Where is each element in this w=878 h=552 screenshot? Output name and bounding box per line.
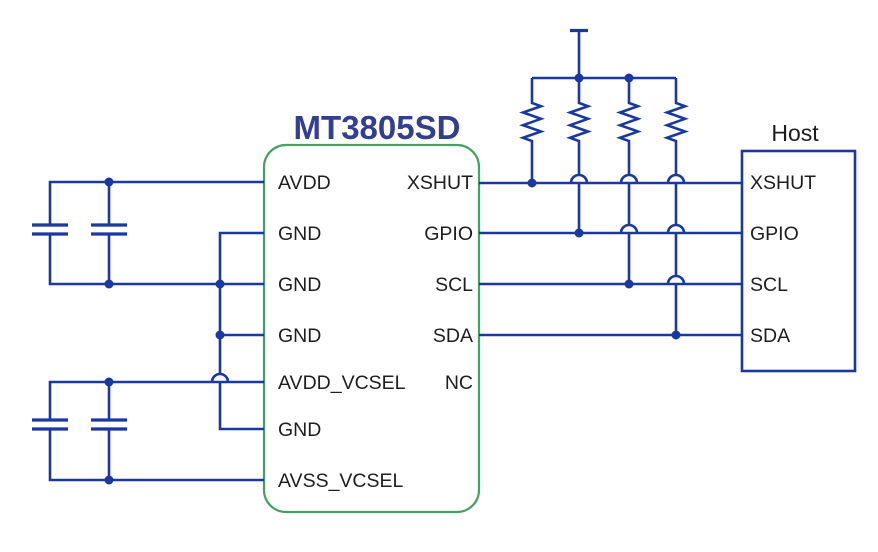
pullup-network [519,28,689,340]
pin-label-gnd-3: GND [278,325,321,347]
pin-label-avss-vcsel: AVSS_VCSEL [278,470,404,492]
pin-label-gnd-4: GND [278,419,321,441]
junction-dot [527,178,537,188]
junction-dot [104,377,114,387]
gnd-rail-wire [48,235,264,286]
host-outline [740,149,857,373]
junction-dot [104,475,114,485]
avdd-decoupling-network [32,177,264,289]
wire-hop [210,372,230,383]
host-title: Host [771,120,819,146]
avdd-vcsel-rail-wire [48,380,264,419]
host-pin-gpio: GPIO [750,223,799,245]
avdd-rail-wire [48,180,264,224]
wire-hop [569,173,589,184]
pullup-resistor-icon [566,78,592,175]
signal-wires [479,181,742,337]
host-pin-sda: SDA [750,325,790,347]
host-pin-scl: SCL [750,274,788,296]
chip-left-pin-labels: AVDD GND GND GND AVDD_VCSEL GND AVSS_VCS… [278,172,406,492]
gnd-trunk-wire [218,382,264,431]
host-pin-labels: XSHUT GPIO SCL SDA [750,172,816,347]
junction-dot [215,279,225,289]
pin-label-nc: NC [445,372,473,394]
junction-dot [104,177,114,187]
chip-outline [262,143,481,514]
pin-label-gnd-2: GND [278,274,321,296]
pin-label-gnd-1: GND [278,223,321,245]
junction-dot [215,330,225,340]
pullup-resistor-icon [663,78,689,175]
pin-label-sda: SDA [433,325,473,347]
chip-right-pin-labels: XSHUT GPIO SCL SDA NC [407,172,473,394]
pin-label-gpio: GPIO [424,223,473,245]
wire-hop [666,173,686,184]
host-pin-xshut: XSHUT [750,172,816,194]
wire-hop [619,173,639,184]
junction-dot [671,330,681,340]
vcsel-decoupling-network [32,377,264,485]
avss-vcsel-rail-wire [48,430,264,482]
pin-label-avdd: AVDD [278,172,331,194]
pin-label-xshut: XSHUT [407,172,473,194]
junction-dot [104,279,114,289]
gnd-trunk [210,231,264,431]
pin-label-avdd-vcsel: AVDD_VCSEL [278,372,406,394]
wire-hop [619,223,639,234]
pullup-resistor-icon [519,78,545,183]
wire-hop [666,223,686,234]
gnd-trunk-wire [218,231,264,374]
junction-dot [574,228,584,238]
chip-title: MT3805SD [294,109,461,146]
junction-dot [624,279,634,289]
wire-hop [666,274,686,285]
pullup-resistor-icon [616,78,642,175]
pin-label-scl: SCL [435,274,473,296]
